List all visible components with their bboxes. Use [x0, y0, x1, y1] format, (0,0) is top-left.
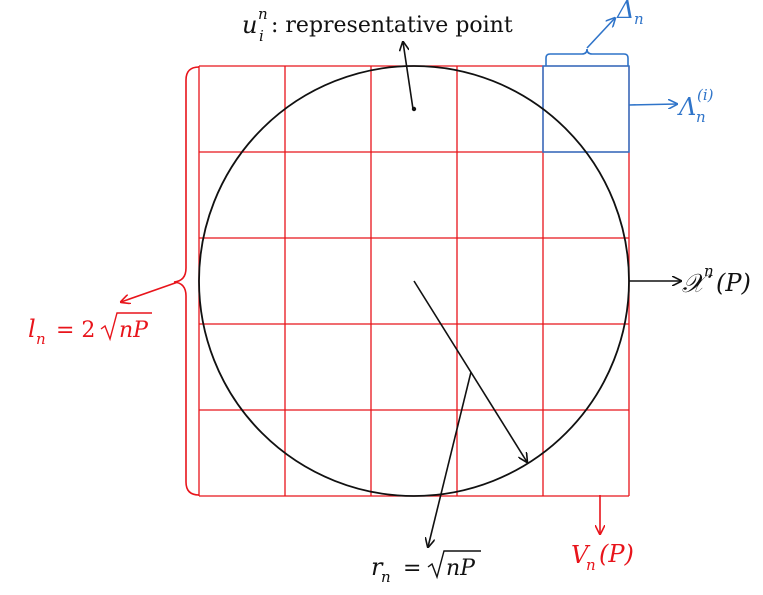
ball-label: 𝒳 n (P) [682, 262, 751, 299]
chi-sup: n [704, 262, 714, 280]
v-arg: (P) [599, 540, 634, 568]
v-var: V [571, 541, 591, 569]
radius-label: r n = nP [371, 550, 481, 586]
lambda-sub: n [696, 108, 706, 126]
l-sub: n [36, 330, 46, 348]
rep-point-sup: n [258, 5, 268, 23]
v-sub: n [586, 556, 596, 574]
cell-width-brace [545, 48, 629, 66]
r-var: r [371, 553, 384, 581]
rep-point-label: u i n : representative point [242, 5, 513, 45]
radius-label-arrow [428, 371, 472, 547]
rep-point-text: : representative point [271, 13, 513, 38]
lambda-label: Λ n (i) [677, 86, 714, 126]
side-length-label: l n = 2 nP [28, 312, 152, 348]
l-radical-sign [100, 312, 152, 342]
chi-arg: (P) [716, 269, 751, 297]
side-length-arrow [121, 281, 179, 302]
rep-point-var: u [242, 11, 257, 39]
l-radicand: nP [119, 318, 149, 343]
delta-label: Δ n [616, 0, 644, 28]
r-radical-sign [427, 550, 481, 580]
lambda-sup: (i) [697, 86, 714, 104]
radius-arrow [413, 280, 527, 462]
l-var: l [28, 315, 36, 343]
cell-width-arrow [586, 18, 615, 49]
rep-point-arrow [403, 42, 414, 110]
highlighted-cell [542, 65, 630, 153]
side-length-brace [173, 66, 200, 496]
r-eq: = [403, 556, 421, 581]
delta-sub: n [634, 10, 644, 28]
cell-label-arrow [628, 104, 677, 105]
rep-point-sub: i [259, 27, 264, 45]
l-eq: = 2 [56, 318, 95, 343]
r-radicand: nP [446, 556, 476, 581]
delta-var: Δ [616, 0, 634, 24]
volume-label: V n (P) [571, 540, 634, 574]
r-sub: n [381, 568, 391, 586]
lambda-var: Λ [677, 93, 696, 121]
